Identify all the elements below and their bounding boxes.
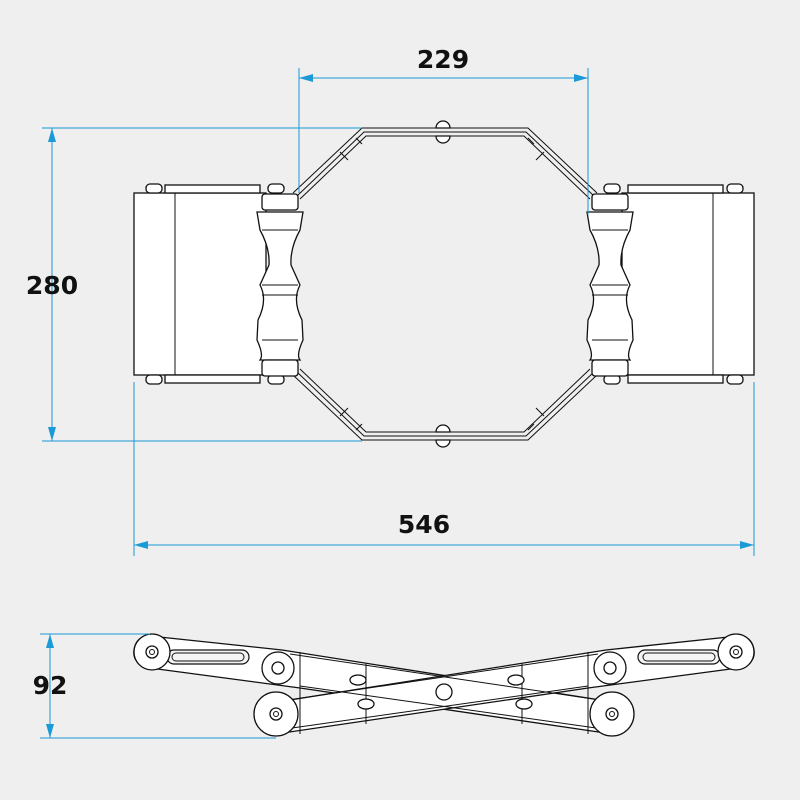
- dimension-229: 229: [298, 45, 589, 215]
- dimension-label-229: 229: [417, 45, 469, 74]
- dimension-label-280: 280: [26, 271, 78, 300]
- dimension-546: 546: [133, 382, 755, 556]
- dimension-92: 92: [33, 633, 276, 739]
- left-end-block: [133, 183, 285, 385]
- right-end-block: [603, 183, 755, 385]
- cross-beam: [277, 652, 611, 734]
- wheel-mid-right: [593, 651, 627, 685]
- wheel-bottom-right: [589, 691, 635, 737]
- right-roller: [586, 193, 634, 377]
- left-roller: [256, 193, 304, 377]
- dimension-label-92: 92: [33, 671, 68, 700]
- frame-mid-tabs: [435, 120, 451, 448]
- wheel-bottom-left: [253, 691, 299, 737]
- top-view: 229 280 546: [26, 45, 755, 556]
- octagon-frame: [292, 127, 598, 441]
- wheel-mid-left: [261, 651, 295, 685]
- wheel-top-right: [717, 633, 755, 671]
- dimension-280: 280: [26, 127, 362, 442]
- wheel-top-left: [133, 633, 171, 671]
- dimension-label-546: 546: [398, 510, 450, 539]
- side-view: 92: [33, 633, 755, 739]
